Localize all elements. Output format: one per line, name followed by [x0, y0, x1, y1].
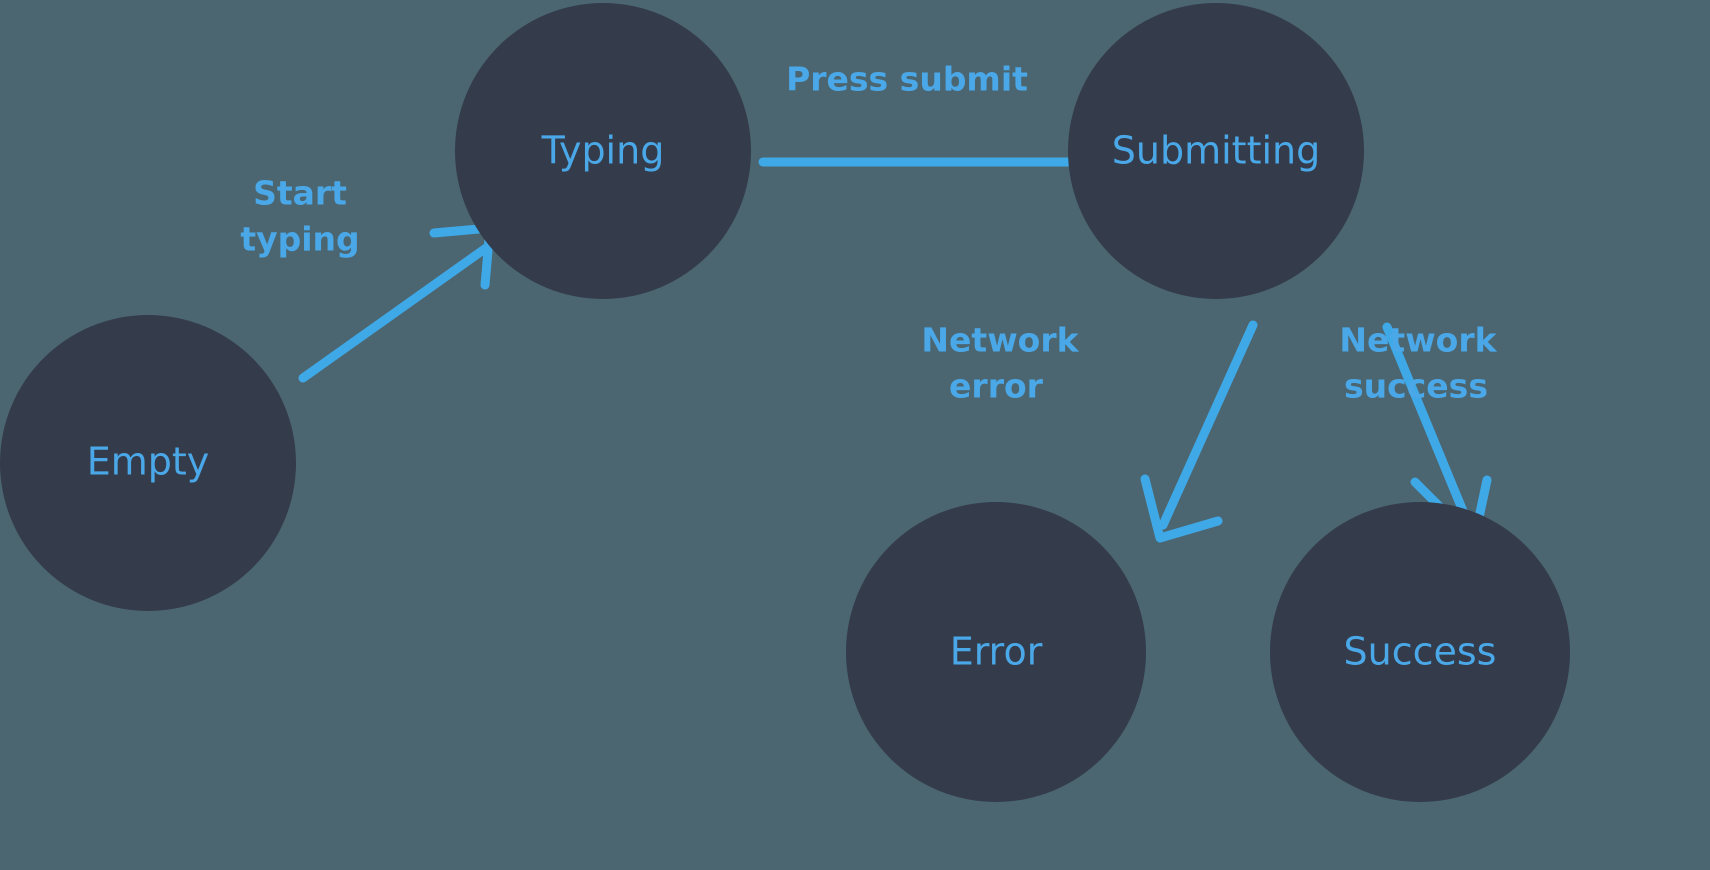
state-label-success: Success — [1344, 630, 1497, 674]
edge-label-line-2: typing — [240, 220, 359, 259]
state-circle-typing[interactable] — [455, 3, 751, 299]
state-node-success[interactable]: Success — [1270, 502, 1570, 802]
edge-label-line-1: Press submit — [786, 60, 1028, 99]
edge-line-submitting-to-success — [1382, 322, 1475, 533]
state-node-error[interactable]: Error — [846, 502, 1146, 802]
edge-label-submitting-to-error: Network error — [921, 321, 1079, 406]
state-label-empty: Empty — [87, 440, 210, 484]
edge-label-typing-to-submitting: Press submit — [786, 60, 1028, 99]
edge-label-empty-to-typing: Start typing — [240, 174, 359, 259]
state-label-error: Error — [950, 630, 1043, 674]
edge-line-submitting-to-error — [1158, 320, 1258, 530]
state-node-empty[interactable]: Empty — [0, 315, 296, 611]
state-label-submitting: Submitting — [1112, 129, 1320, 173]
edge-label-line-1: Network — [921, 321, 1079, 360]
edge-label-line-1: Start — [253, 174, 347, 213]
edge-line-empty-to-typing — [298, 243, 491, 383]
edge-label-submitting-to-success: Network success — [1339, 321, 1497, 406]
state-node-typing[interactable]: Typing — [455, 3, 751, 299]
state-circle-success[interactable] — [1270, 502, 1570, 802]
edge-label-line-1: Network — [1339, 321, 1497, 360]
state-node-submitting[interactable]: Submitting — [1068, 3, 1364, 299]
edge-submitting-to-error — [1140, 320, 1258, 543]
edge-label-line-2: success — [1344, 367, 1488, 406]
state-circle-error[interactable] — [846, 502, 1146, 802]
state-circle-empty[interactable] — [0, 315, 296, 611]
state-circle-submitting[interactable] — [1068, 3, 1364, 299]
edge-label-line-2: error — [949, 367, 1044, 406]
state-label-typing: Typing — [541, 129, 665, 173]
arrowhead-submitting-to-error — [1140, 474, 1223, 543]
